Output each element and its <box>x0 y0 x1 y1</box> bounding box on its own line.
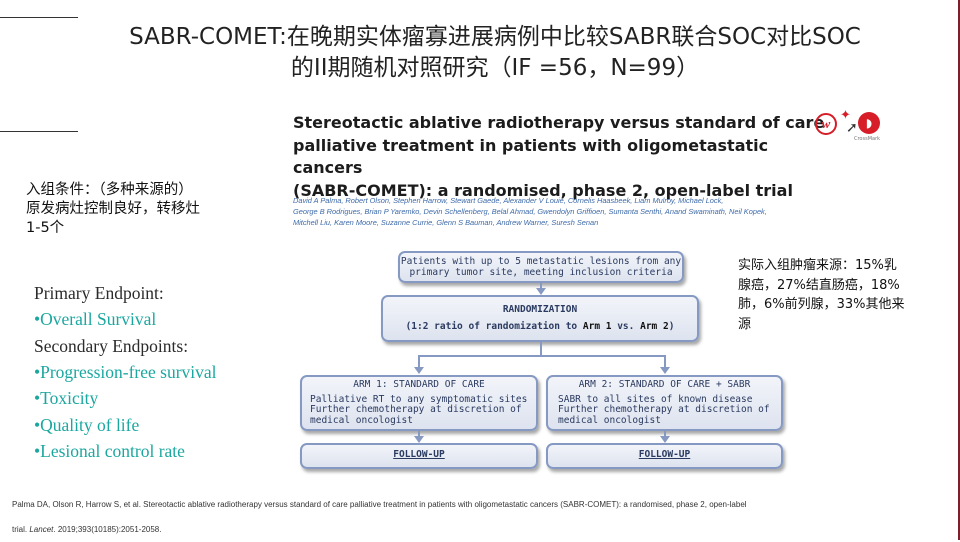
sources-line: 实际入组肿瘤来源：15%乳 <box>738 258 897 273</box>
paper-title: Stereotactic ablative radiotherapy versu… <box>293 112 833 202</box>
mid-rule <box>0 131 78 132</box>
wiley-badge-icon: w <box>815 113 837 135</box>
sources-line: 源 <box>738 316 752 332</box>
arm2-line: SABR to all sites of known disease <box>558 393 753 405</box>
arrow-line <box>664 355 666 368</box>
arrow-head-icon <box>660 436 670 443</box>
patients-line: primary tumor site, meeting inclusion cr… <box>409 267 673 278</box>
arm1-line: medical oncologist <box>310 414 413 426</box>
cursor-icon: ➚ <box>846 120 858 136</box>
arrow-line <box>540 342 542 355</box>
followup-left-box: FOLLOW-UP <box>300 443 538 469</box>
patients-line: Patients with up to 5 metastatic lesions… <box>400 256 682 267</box>
patients-box: Patients with up to 5 metastatic lesions… <box>398 251 684 283</box>
randomization-ratio-pre: (1:2 ratio of randomization to <box>405 321 583 332</box>
arm1-box: ARM 1: STANDARD OF CARE Palliative RT to… <box>300 375 538 431</box>
arm2-line: medical oncologist <box>558 414 661 426</box>
citation-post: . 2019;393(10185):2051-2058. <box>53 525 162 534</box>
randomization-mid: vs. <box>611 321 641 332</box>
arm2-title: ARM 2: STANDARD OF CARE + SABR <box>578 379 751 390</box>
arrow-head-icon <box>414 367 424 374</box>
citation-line: Palma DA, Olson R, Harrow S, et al. Ster… <box>12 500 747 509</box>
randomization-box: RANDOMIZATION (1:2 ratio of randomizatio… <box>381 295 699 342</box>
top-rule <box>0 17 78 18</box>
arrow-head-icon <box>536 288 546 295</box>
sources-line: 腺癌，27%结直肠癌，18% <box>738 277 900 293</box>
arrow-line <box>418 431 420 437</box>
secondary-endpoint-item: •Toxicity <box>34 388 99 408</box>
primary-endpoint-heading: Primary Endpoint: <box>34 283 164 303</box>
arrow-head-icon <box>660 367 670 374</box>
publisher-badges: w ✦ ➚ ◗ CrossMark <box>812 108 882 146</box>
arm2-line: Further chemotherapy at discretion of <box>558 404 770 415</box>
arm1-line: Palliative RT to any symptomatic sites <box>310 393 528 405</box>
inclusion-criteria: 入组条件：（多种来源的） 原发病灶控制良好，转移灶 1-5个 <box>26 181 276 238</box>
citation-journal: Lancet <box>29 525 54 534</box>
crossmark-label: CrossMark <box>854 136 881 142</box>
secondary-endpoint-item: •Lesional control rate <box>34 441 185 461</box>
arrow-line <box>418 355 420 368</box>
primary-endpoint-item: •Overall Survival <box>34 309 157 329</box>
branch-line <box>418 355 665 357</box>
followup-right-box: FOLLOW-UP <box>546 443 783 469</box>
arrow-head-icon <box>414 436 424 443</box>
secondary-endpoint-heading: Secondary Endpoints: <box>34 335 189 356</box>
citation-line: trial. Lancet. 2019;393(10185):2051-2058… <box>12 517 932 542</box>
authors-line: David A Palma, Robert Olson, Stephen Har… <box>293 196 724 205</box>
randomization-ratio: (1:2 ratio of randomization to Arm 1 vs.… <box>383 318 697 335</box>
paper-title-line: Stereotactic ablative radiotherapy versu… <box>293 113 825 132</box>
randomization-title: RANDOMIZATION <box>502 304 578 315</box>
authors-line: Mitchell Liu, Karen Moore, Suzanne Curri… <box>293 218 599 228</box>
secondary-endpoint-item: •Progression-free survival <box>34 361 217 382</box>
tumor-sources-note: 实际入组肿瘤来源：15%乳 腺癌，27%结直肠癌，18% 肺，6%前列腺，33%… <box>738 256 938 334</box>
randomization-arm2: Arm 2 <box>640 321 669 332</box>
randomization-post: ) <box>668 321 675 332</box>
randomization-arm1: Arm 1 <box>582 321 612 332</box>
crossmark-icon[interactable]: ◗ <box>858 112 880 134</box>
inclusion-line: 1-5个 <box>26 220 65 236</box>
arm1-line: Further chemotherapy at discretion of <box>310 404 522 415</box>
star-icon: ✦ <box>840 108 851 123</box>
arm2-box: ARM 2: STANDARD OF CARE + SABR SABR to a… <box>546 375 783 431</box>
inclusion-line: 入组条件：（多种来源的） <box>26 182 193 198</box>
arrow-line <box>664 431 666 437</box>
right-edge-bar <box>958 0 960 540</box>
inclusion-line: 原发病灶控制良好，转移灶 <box>26 201 200 217</box>
arrow-line <box>540 283 542 289</box>
slide-title-line1: SABR-COMET:在晚期实体瘤寡进展病例中比较SABR联合SOC对比SOC <box>129 24 861 50</box>
authors-line: George B Rodrigues, Brian P Yaremko, Dev… <box>293 207 767 217</box>
sources-line: 肺，6%前列腺，33%其他来 <box>738 297 905 312</box>
slide-title: SABR-COMET:在晚期实体瘤寡进展病例中比较SABR联合SOC对比SOC … <box>40 22 950 84</box>
arm1-title: ARM 1: STANDARD OF CARE <box>353 379 485 390</box>
endpoints-list: Primary Endpoint: •Overall Survival Seco… <box>34 280 274 465</box>
secondary-endpoint-item: •Quality of life <box>34 414 140 435</box>
paper-title-line: palliative treatment in patients with ol… <box>293 135 769 178</box>
reference-citation: Palma DA, Olson R, Harrow S, et al. Ster… <box>12 492 932 542</box>
paper-authors: David A Palma, Robert Olson, Stephen Har… <box>293 195 803 229</box>
citation-pre: trial. <box>12 525 30 534</box>
paper-title-line: (SABR-COMET): a randomised, phase 2, ope… <box>293 180 793 200</box>
slide-title-line2: 的II期随机对照研究（IF =56，N=99） <box>290 55 700 81</box>
